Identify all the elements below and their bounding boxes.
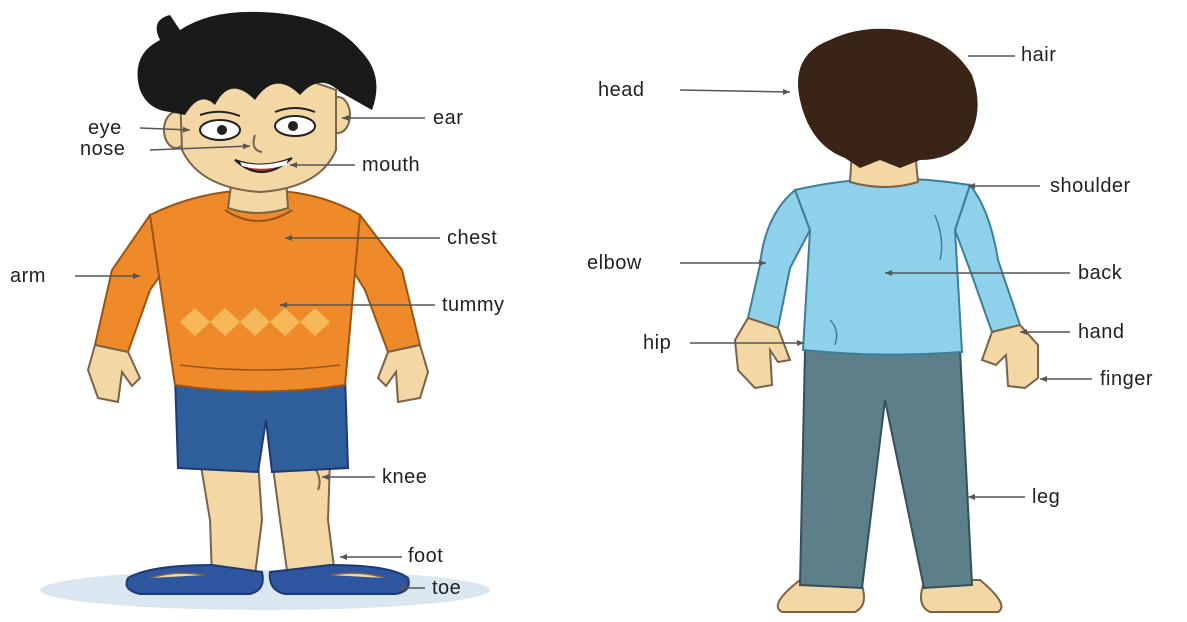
label-eye: eye <box>88 118 122 138</box>
front-left-hand <box>378 345 428 402</box>
front-right-hand <box>88 345 140 402</box>
front-right-sandal <box>270 565 409 594</box>
label-shoulder: shoulder <box>1050 176 1131 196</box>
label-elbow: elbow <box>587 253 642 273</box>
label-head: head <box>598 80 645 100</box>
pointer-head <box>680 90 790 92</box>
label-knee: knee <box>382 467 427 487</box>
back-right-hand <box>735 318 790 388</box>
back-trousers <box>800 350 972 588</box>
label-leg: leg <box>1032 487 1060 507</box>
label-hip: hip <box>643 333 671 353</box>
back-right-arm <box>748 190 810 328</box>
label-back: back <box>1078 263 1122 283</box>
label-chest: chest <box>447 228 497 248</box>
label-nose: nose <box>80 139 125 159</box>
label-mouth: mouth <box>362 155 420 175</box>
back-head-hair <box>798 29 978 168</box>
back-shirt <box>795 179 970 355</box>
label-foot: foot <box>408 546 443 566</box>
label-hair: hair <box>1021 45 1056 65</box>
front-left-sandal <box>127 565 263 594</box>
label-finger: finger <box>1100 369 1153 389</box>
floor-shadow <box>40 570 490 610</box>
back-view-figure <box>735 29 1038 612</box>
label-tummy: tummy <box>442 295 505 315</box>
label-toe: toe <box>432 578 461 598</box>
label-ear: ear <box>433 108 463 128</box>
back-left-hand <box>982 325 1038 388</box>
label-arm: arm <box>10 266 46 286</box>
back-left-arm <box>955 185 1020 332</box>
label-hand: hand <box>1078 322 1125 342</box>
front-left-leg <box>200 460 262 578</box>
front-view-figure <box>40 12 490 610</box>
